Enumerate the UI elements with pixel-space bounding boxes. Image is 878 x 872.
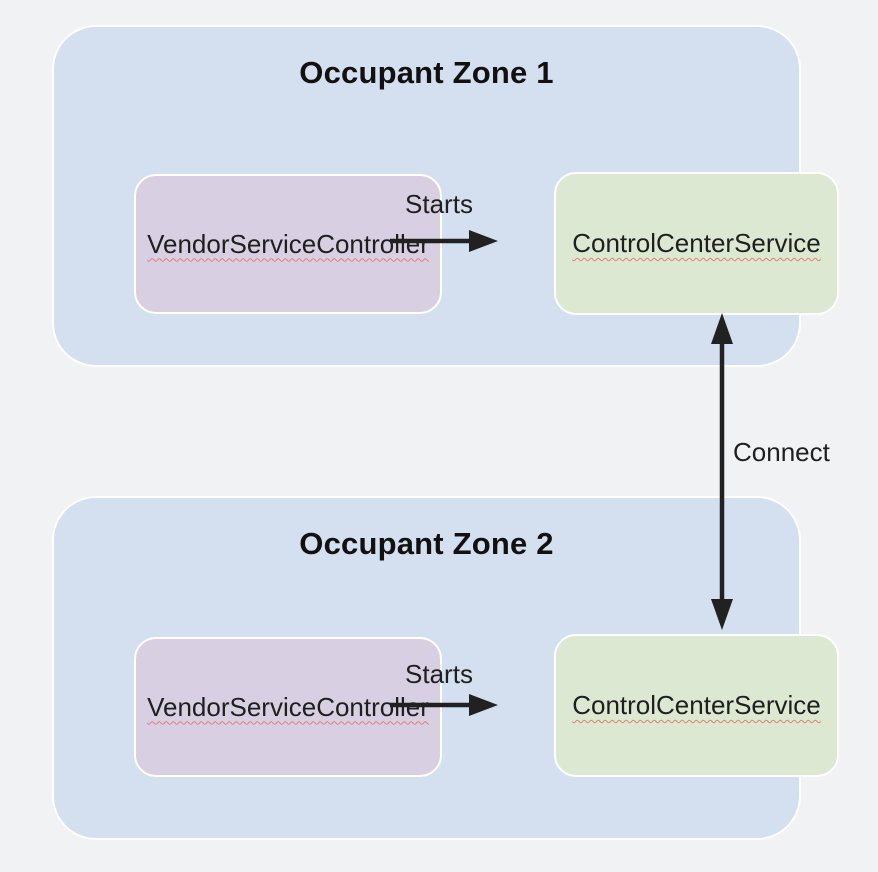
vendor-service-controller-label: VendorServiceController [147, 691, 429, 722]
occupant-zone-1: Occupant Zone 1 VendorServiceController … [52, 25, 839, 367]
control-center-service-box-zone-1: ControlCenterService [554, 172, 839, 315]
vendor-service-controller-box-zone-1: VendorServiceController [134, 174, 442, 314]
control-center-service-box-zone-2: ControlCenterService [554, 634, 839, 777]
starts-label-zone-1: Starts [405, 189, 473, 219]
vendor-service-controller-box-zone-2: VendorServiceController [134, 637, 442, 777]
zone-2-title: Occupant Zone 2 [299, 526, 554, 561]
control-center-service-label: ControlCenterService [572, 690, 821, 720]
occupant-zone-2: Occupant Zone 2 VendorServiceController … [52, 496, 839, 840]
control-center-service-label: ControlCenterService [572, 228, 821, 258]
zone-1-title: Occupant Zone 1 [299, 55, 554, 90]
connect-label: Connect [733, 437, 830, 467]
starts-label-zone-2: Starts [405, 659, 473, 689]
vendor-service-controller-label: VendorServiceController [147, 228, 429, 259]
